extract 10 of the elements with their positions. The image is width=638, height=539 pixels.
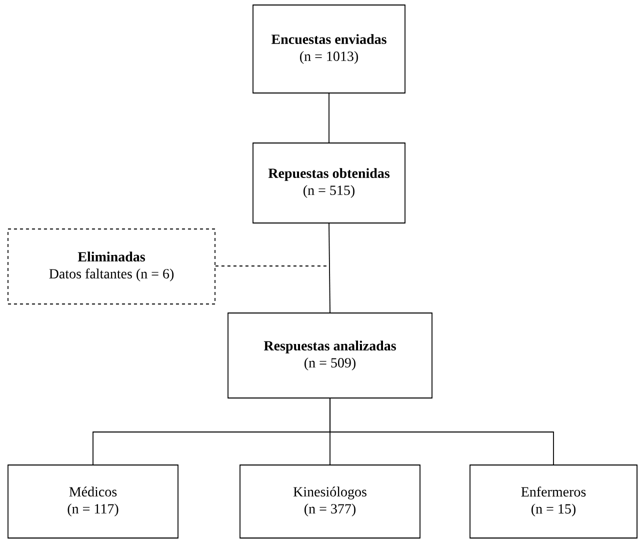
process-box: Enfermeros (n = 15) xyxy=(470,464,638,538)
process-box: Médicos (n = 117) xyxy=(8,464,178,538)
connector-line xyxy=(328,93,330,143)
process-box: Repuestas obtenidas (n = 515) xyxy=(252,142,406,224)
connector-line xyxy=(328,223,330,313)
process-box: Kinesiólogos (n = 377) xyxy=(240,464,420,538)
process-box: Respuestas analizadas (n = 509) xyxy=(228,312,432,398)
note-box: Eliminadas Datos faltantes (n = 6) xyxy=(8,228,216,304)
connector-line xyxy=(330,398,554,465)
process-box: Encuestas enviadas (n = 1013) xyxy=(252,4,406,94)
